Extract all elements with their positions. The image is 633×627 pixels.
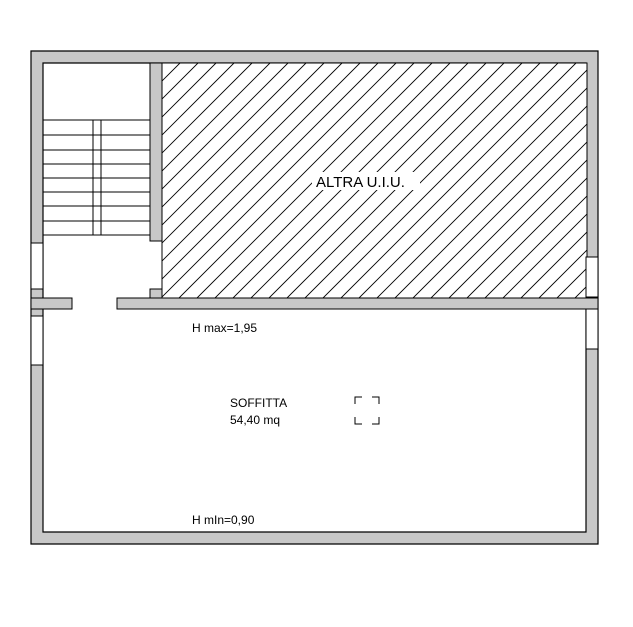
hatch-line	[162, 63, 397, 298]
hatch-line	[358, 69, 587, 298]
hatch-line	[322, 63, 559, 298]
window-right-upper	[585, 256, 599, 298]
hatch-line	[304, 63, 541, 298]
hatch-line	[593, 63, 633, 298]
hatch-line	[162, 63, 163, 64]
other-unit-label: ALTRA U.I.U.	[316, 174, 405, 191]
hatch-line	[466, 177, 587, 298]
hatch-line	[538, 249, 587, 298]
window-right-lower	[585, 308, 599, 350]
other-unit-outline	[161, 62, 588, 299]
window-left-upper	[30, 242, 44, 290]
hatch-line	[502, 213, 587, 298]
room-name-label: SOFFITTA	[230, 396, 287, 410]
hatch-line	[484, 195, 587, 298]
hatch-line	[162, 63, 343, 244]
hatch-line	[162, 63, 271, 172]
height-max-label: H max=1,95	[192, 321, 257, 335]
window-left-lower	[30, 315, 44, 366]
hatch-line	[162, 63, 307, 208]
corridor-wall-stub	[149, 288, 163, 299]
stair-partition-wall	[149, 62, 163, 242]
hatch-line	[448, 159, 587, 298]
skylight-symbol	[354, 396, 380, 425]
hatch-line	[412, 123, 587, 298]
partition-wall-main	[116, 297, 599, 310]
hatch-line	[430, 141, 587, 298]
hatch-line	[162, 63, 235, 136]
partition-wall-left	[30, 297, 73, 310]
staircase	[43, 119, 150, 236]
hatch-line	[340, 63, 577, 298]
hatch-line	[376, 87, 587, 298]
hatch-line	[162, 63, 379, 280]
room-area-label: 54,40 mq	[230, 413, 280, 427]
hatch-line	[162, 63, 253, 154]
other-unit-label-bg	[312, 172, 420, 190]
hatch-line	[162, 63, 289, 190]
hatch-line	[520, 231, 587, 298]
hatch-line	[162, 63, 325, 226]
height-min-label: H mIn=0,90	[192, 513, 255, 527]
hatch-line	[162, 63, 217, 118]
hatch-line	[394, 105, 587, 298]
hatch-line	[178, 63, 415, 298]
hatch-line	[162, 63, 361, 262]
